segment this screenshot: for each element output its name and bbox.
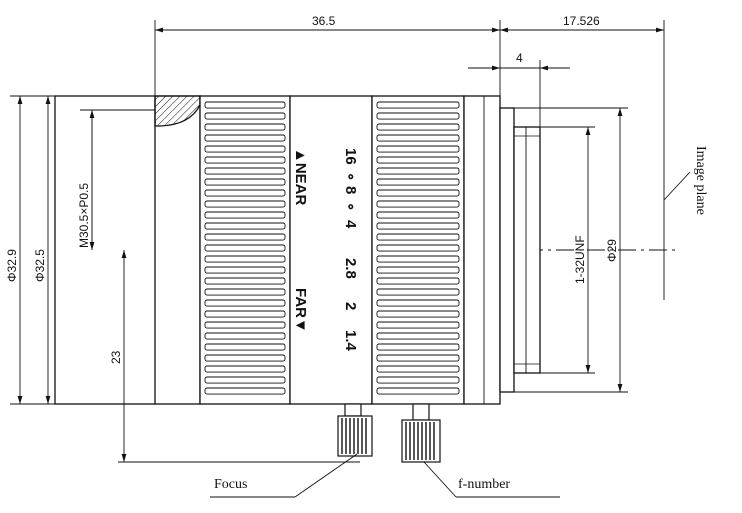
f-number-2: 2 xyxy=(342,302,359,310)
aperture-ring-grip xyxy=(376,101,460,395)
near-marking: ▲NEAR xyxy=(292,148,309,206)
middle-band: ▲NEAR FAR▼ 16 ∘ 8 ∘ 4 2.8 2 1.4 xyxy=(289,95,385,405)
focus-ring xyxy=(199,95,291,405)
dim-body-diameter-label: Φ32.5 xyxy=(33,249,47,282)
dim-filter-thread xyxy=(80,109,155,250)
dim-back-focus xyxy=(500,20,665,300)
dim-mount-diameter xyxy=(500,107,628,393)
f-number-4: 4 xyxy=(342,220,359,229)
rear-mount xyxy=(463,95,541,405)
focus-lock-knob xyxy=(337,403,373,457)
dim-height-axis xyxy=(118,250,360,463)
dim-mount-diameter-label: Φ29 xyxy=(605,239,619,262)
dim-back-focus-label: 17.526 xyxy=(563,14,600,28)
dim-outer-diameter-label: Φ32.9 xyxy=(5,249,19,282)
f-number-1-4: 1.4 xyxy=(342,330,359,352)
f-number-16: 16 xyxy=(342,148,359,165)
front-barrel xyxy=(54,95,201,405)
dim-overall-length-label: 36.5 xyxy=(312,14,336,28)
image-plane-label: Image plane xyxy=(693,146,708,215)
dim-mount-length-label: 4 xyxy=(516,51,523,65)
f-number-8: 8 xyxy=(342,186,359,194)
f-number-label: f-number xyxy=(458,477,510,492)
focus-callout xyxy=(210,453,358,498)
dim-height-axis-label: 23 xyxy=(109,350,123,364)
f-number-2-8: 2.8 xyxy=(342,258,359,279)
f-number-dot-2: ∘ xyxy=(342,202,359,211)
f-number-dot-1: ∘ xyxy=(342,172,359,181)
dim-mount-thread-label: 1-32UNF xyxy=(573,235,587,284)
focus-label: Focus xyxy=(214,477,247,492)
dim-overall-length xyxy=(154,20,501,96)
f-number-callout xyxy=(423,461,560,498)
f-number-scale: 16 ∘ 8 ∘ 4 2.8 2 1.4 xyxy=(342,148,359,352)
aperture-ring xyxy=(371,95,465,405)
focus-ring-grip xyxy=(204,101,286,395)
far-marking: FAR▼ xyxy=(292,288,309,333)
dim-filter-thread-label: M30.5×P0.5 xyxy=(77,183,91,248)
image-plane-callout xyxy=(663,171,691,201)
aperture-lock-knob xyxy=(401,403,441,463)
dim-mount-thread xyxy=(540,126,595,374)
dim-mount-length xyxy=(468,60,570,127)
